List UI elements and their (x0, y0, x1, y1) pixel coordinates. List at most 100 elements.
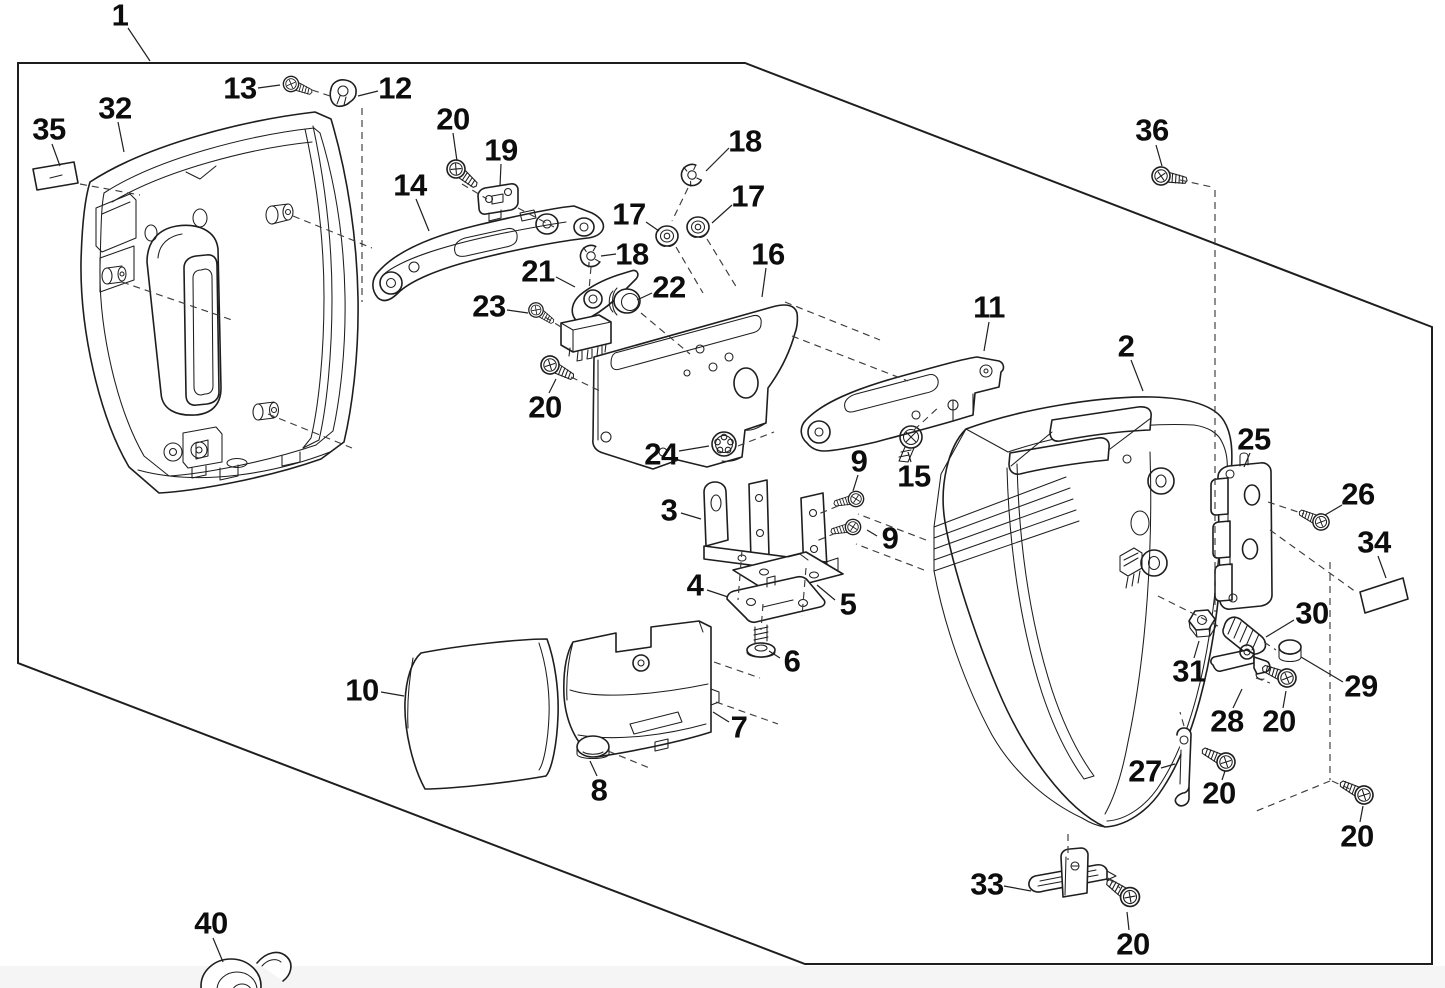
leader-bushing-17-b (711, 204, 733, 224)
part-17a-bushing-drawing (655, 225, 679, 248)
leader-bracket-19 (499, 163, 502, 187)
callout-sticker-34: 34 (1357, 524, 1391, 560)
leader-latch-28 (1232, 688, 1243, 709)
leader-arm-14 (415, 198, 430, 232)
part-15-screw-drawing (898, 425, 923, 463)
leader-eclip-18-a (705, 147, 730, 172)
callout-coil-40: 40 (194, 905, 228, 941)
part-32-drawing (80, 111, 359, 494)
part-26-screw-drawing (1295, 503, 1333, 534)
leader-arm-11 (983, 321, 990, 352)
part-20e-screw-drawing (1335, 774, 1377, 808)
callout-screw-20-d: 20 (1202, 775, 1236, 811)
leader-right-cover-2 (1130, 359, 1144, 392)
callout-plate-5: 5 (839, 586, 857, 622)
leader-screw-36 (1155, 144, 1163, 167)
callout-wheel-24: 24 (644, 436, 678, 472)
callout-screw-9-a: 9 (850, 443, 868, 479)
part-17b-bushing-drawing (686, 216, 710, 239)
callout-arm-14: 14 (393, 167, 427, 203)
assembly-dashed-lines (79, 89, 1357, 889)
part-9a-screw-drawing (831, 489, 866, 512)
callout-nut-31: 31 (1172, 653, 1206, 689)
callout-screw-20-f: 20 (1116, 926, 1150, 962)
page-footer-band (0, 966, 1445, 988)
leader-plate-16 (761, 267, 767, 298)
part-36-screw-drawing (1149, 164, 1190, 191)
leader-grommet-12 (357, 90, 379, 97)
leader-screw-20-d (1221, 770, 1226, 781)
leader-foot-6 (768, 650, 781, 659)
part-27-strip-drawing (1174, 727, 1192, 807)
part-13-screw-drawing (280, 73, 316, 101)
leader-cap-8 (589, 760, 598, 777)
leader-spring-30 (1265, 619, 1295, 638)
leader-nut-31 (1193, 640, 1200, 659)
part-22-knob-drawing (608, 287, 641, 316)
part-21-lever-drawing (560, 269, 639, 362)
callout-eclip-18-b: 18 (615, 236, 649, 272)
part-29-cap-drawing (1278, 639, 1302, 663)
part-12-grommet-drawing (329, 79, 357, 108)
callout-screw-20-c: 20 (1262, 703, 1296, 739)
leader-strip-27 (1160, 763, 1176, 769)
leader-screw-13 (257, 84, 281, 89)
callout-strip-27: 27 (1128, 753, 1162, 789)
part-8-cap-drawing (576, 735, 610, 760)
leader-screw-9-b (866, 529, 878, 537)
callout-latch-28: 28 (1210, 703, 1244, 739)
callout-foot-6: 6 (783, 643, 801, 679)
callout-bracket-3: 3 (660, 492, 678, 528)
part-34-sticker-drawing (1359, 577, 1409, 614)
part-19-bracket-drawing (477, 183, 519, 222)
part-23-screw-drawing (525, 299, 559, 329)
part-18a-eclip-drawing (677, 161, 704, 190)
callout-frame: 1 (111, 0, 129, 33)
part-4-plate-drawing (726, 575, 826, 624)
callout-screw-20-e: 20 (1340, 818, 1374, 854)
part-10-door-drawing (404, 638, 559, 790)
leader-door-10 (380, 691, 405, 697)
callout-box-7: 7 (730, 709, 748, 745)
part-11-drawing (800, 356, 1005, 452)
callout-screw-13: 13 (223, 70, 257, 106)
callout-lever-21: 21 (521, 253, 555, 289)
callout-grommet-12: 12 (378, 70, 412, 106)
leader-screw-15 (907, 451, 912, 463)
callout-eclip-18-a: 18 (728, 123, 762, 159)
callout-plate-16: 16 (751, 236, 785, 272)
callout-screw-26: 26 (1341, 476, 1375, 512)
leader-screw-20-b (548, 378, 557, 394)
callout-sticker-35: 35 (32, 111, 66, 147)
callout-screw-20-b: 20 (528, 389, 562, 425)
callout-left-cover-32: 32 (98, 90, 132, 126)
leader-box-7 (712, 711, 730, 723)
callout-leader-lines (51, 27, 1387, 963)
leader-hinge-25 (1243, 452, 1251, 468)
part-16-drawing (592, 304, 799, 470)
part-35-sticker-drawing (32, 161, 79, 191)
callout-cap-29: 29 (1344, 668, 1378, 704)
leader-screw-9-a (852, 474, 859, 492)
part-24-wheel-drawing (711, 431, 737, 457)
leader-frame (127, 27, 151, 62)
part-20a-screw-drawing (442, 155, 483, 194)
leader-coil-40 (212, 937, 224, 963)
callout-arm-11: 11 (973, 289, 1005, 325)
callout-plate-4: 4 (686, 567, 704, 603)
callout-clip-33: 33 (970, 866, 1004, 902)
part-30-spring-drawing (1222, 616, 1267, 655)
leader-wheel-24 (678, 445, 710, 452)
callout-cap-8: 8 (590, 772, 608, 808)
callout-hinge-25: 25 (1237, 421, 1271, 457)
leader-screw-20-e (1359, 805, 1364, 823)
part-14-drawing (372, 205, 605, 302)
part-18b-eclip-drawing (577, 243, 602, 270)
leader-screw-20-f (1126, 911, 1130, 931)
leader-plate-5 (816, 584, 836, 601)
part-20d-screw-drawing (1197, 741, 1239, 775)
part-28-latch-drawing (1210, 644, 1271, 680)
callout-bushing-17-b: 17 (731, 178, 765, 214)
